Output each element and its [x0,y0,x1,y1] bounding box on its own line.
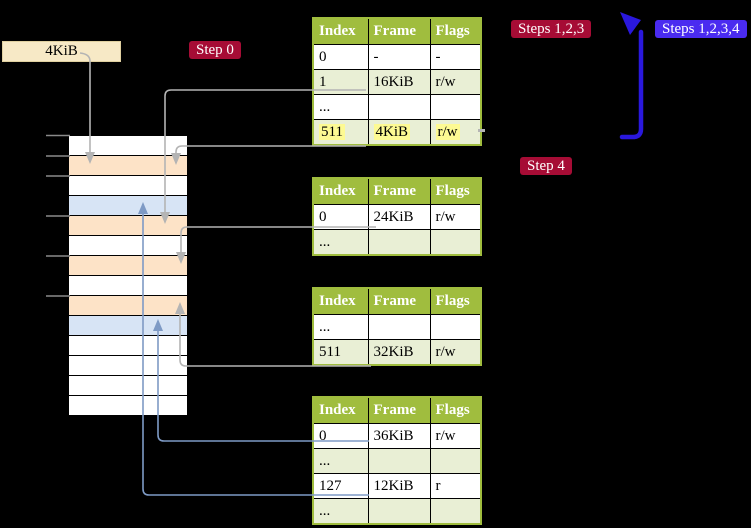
header-cell: Frame [367,177,431,205]
header-cell: Index [312,287,369,315]
cell: r/w [429,69,482,95]
table-row: 0 24KiB r/w [312,204,482,230]
address-ticks [46,134,70,297]
memory-row [69,315,187,335]
header-cell: Index [312,396,369,424]
table-row: ... [312,448,482,474]
cell: 0 [312,44,369,70]
arrowhead-upleft-icon [620,12,641,35]
page-table-top: Index Frame Flags 0 - - 1 16KiB r/w ... … [312,17,482,146]
table-row: ... [312,498,482,525]
table-row: 127 12KiB r [312,473,482,499]
loop-arrow-line [619,29,644,140]
cell: 36KiB [367,423,431,449]
cell: r [429,473,482,499]
header-cell: Frame [367,17,431,45]
cell [367,498,431,525]
table-row: 1 16KiB r/w [312,69,482,95]
cell: ... [312,498,369,525]
memory-row [69,155,187,175]
table-row: 0 36KiB r/w [312,423,482,449]
cell [429,314,482,340]
table-header-row: Index Frame Flags [312,177,482,205]
header-cell: Index [312,17,369,45]
cell: 127 [312,473,369,499]
badge-step4: Step 4 [520,157,572,175]
cell [429,229,482,256]
table-header-row: Index Frame Flags [312,287,482,315]
cell: r/w [429,423,482,449]
cell [429,498,482,525]
cell [429,94,482,120]
highlighted-value: r/w [435,123,460,140]
badge-step0: Step 0 [189,41,241,59]
memory-column [68,135,188,415]
header-cell: Frame [367,287,431,315]
loop-arrow [619,12,644,140]
memory-row [69,136,187,155]
table-header-row: Index Frame Flags [312,17,482,45]
memory-row [69,215,187,235]
cell: r/w [429,339,482,366]
header-cell: Flags [429,287,482,315]
table-row: 511 32KiB r/w [312,339,482,366]
highlighted-value: 4KiB [373,123,411,140]
page-size-box: 4KiB [2,41,121,62]
cell: - [367,44,431,70]
page-table-bottom: Index Frame Flags 0 36KiB r/w ... 127 12… [312,396,482,525]
cell: 1 [312,69,369,95]
cell: 511 [312,339,369,366]
cell: 24KiB [367,204,431,230]
cell: 0 [312,423,369,449]
memory-row [69,295,187,315]
arrow-entry511-to-page [175,145,366,153]
memory-row [69,355,187,375]
table-row: ... [312,314,482,340]
header-cell: Index [312,177,369,205]
cell: r/w [429,204,482,230]
cell: 16KiB [367,69,431,95]
badge-steps1234: Steps 1,2,3,4 [655,20,747,38]
page-table-second: Index Frame Flags 0 24KiB r/w ... [312,177,482,256]
cell: - [429,44,482,70]
memory-row [69,255,187,275]
table-row: ... [312,94,482,120]
cell: ... [312,314,369,340]
cell [429,448,482,474]
cell: ... [312,94,369,120]
cell: 32KiB [367,339,431,366]
memory-row [69,175,187,195]
highlighted-value: 511 [319,123,345,140]
table-header-row: Index Frame Flags [312,396,482,424]
cell: 4KiB [367,119,431,146]
cell [367,448,431,474]
cell: r/w [429,119,482,146]
cell: 12KiB [367,473,431,499]
page-table-third: Index Frame Flags ... 511 32KiB r/w [312,287,482,366]
header-cell: Flags [429,177,482,205]
cell [367,314,431,340]
cell: 0 [312,204,369,230]
memory-row [69,195,187,215]
cell: 511 [312,119,369,146]
header-cell: Frame [367,396,431,424]
memory-row [69,395,187,415]
memory-row [69,235,187,255]
header-cell: Flags [429,396,482,424]
memory-row [69,375,187,395]
table-row-highlighted: 511 4KiB r/w [312,119,482,146]
cell: ... [312,448,369,474]
memory-row [69,275,187,295]
memory-row [69,335,187,355]
cell [367,94,431,120]
table-row: ... [312,229,482,256]
table-row: 0 - - [312,44,482,70]
badge-steps123: Steps 1,2,3 [511,20,592,38]
header-cell: Flags [429,17,482,45]
cell: ... [312,229,369,256]
cell [367,229,431,256]
